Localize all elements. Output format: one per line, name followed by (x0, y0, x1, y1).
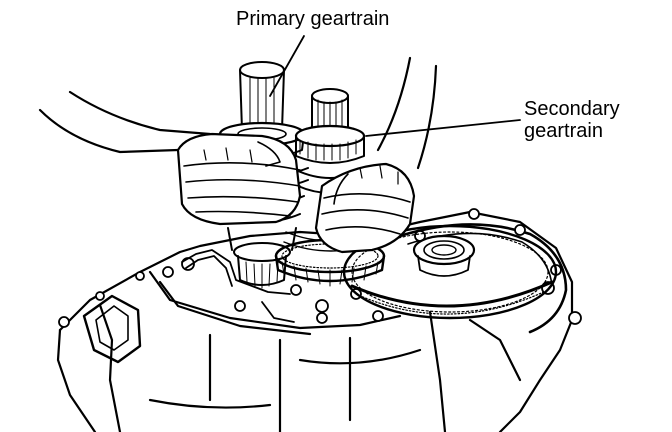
transmission-case (56, 210, 574, 432)
case-tubing (181, 249, 295, 323)
callout-leaders (269, 35, 521, 137)
secondary-label-line-1: Secondary (524, 98, 620, 120)
secondary-label-line-2: geartrain (524, 120, 603, 142)
primary-leader-line (269, 35, 305, 97)
primary-geartrain-label: Primary geartrain (236, 8, 390, 30)
secondary-geartrain-label: Secondary geartrain (524, 98, 620, 142)
case-port (82, 294, 142, 364)
secondary-leader-line (365, 119, 521, 137)
left-hand (38, 90, 302, 226)
right-hand (314, 56, 438, 254)
